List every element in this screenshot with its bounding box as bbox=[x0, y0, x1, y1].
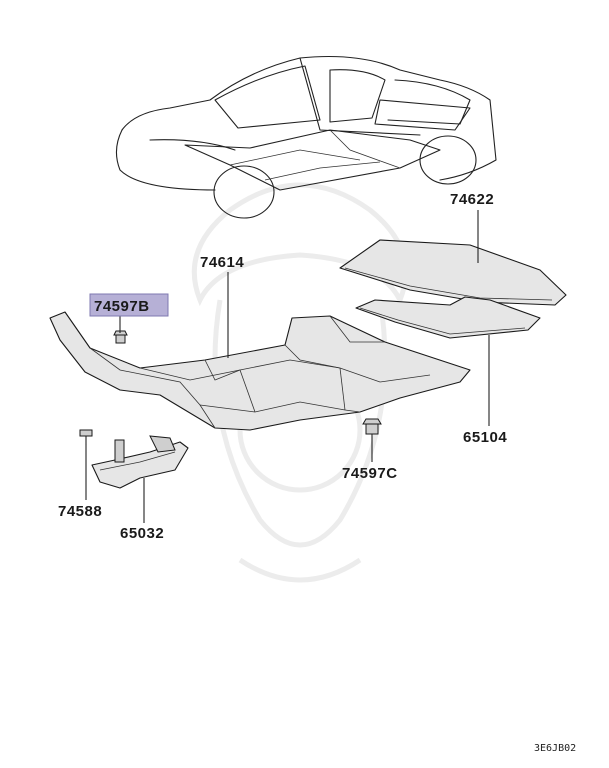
part-65032-bracket[interactable] bbox=[91, 435, 189, 489]
label-65104[interactable]: 65104 bbox=[463, 429, 507, 446]
label-74597C[interactable]: 74597C bbox=[342, 465, 398, 482]
part-74622-luggage-mat[interactable] bbox=[339, 239, 567, 306]
label-74622[interactable]: 74622 bbox=[450, 191, 494, 208]
label-74597B[interactable]: 74597B bbox=[94, 298, 150, 315]
label-74614[interactable]: 74614 bbox=[200, 254, 244, 271]
label-74588[interactable]: 74588 bbox=[58, 503, 102, 520]
part-74597B-clip[interactable] bbox=[113, 330, 128, 344]
part-74614-floor-carpet[interactable] bbox=[49, 311, 471, 431]
label-65032[interactable]: 65032 bbox=[120, 525, 164, 542]
diagram-code: 3E6JB02 bbox=[534, 743, 576, 754]
part-74597C-clip[interactable] bbox=[362, 418, 382, 435]
part-74588-screw[interactable] bbox=[79, 429, 93, 445]
part-65104-rear-panel[interactable] bbox=[355, 296, 541, 339]
highlight-box-74597B bbox=[89, 293, 169, 317]
car-outline bbox=[115, 55, 497, 219]
